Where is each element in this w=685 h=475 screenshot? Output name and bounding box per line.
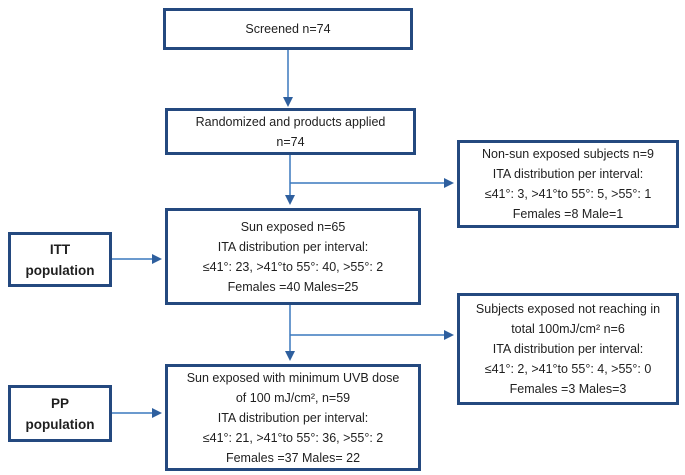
- box-not-reaching-dose-line-5: Females =3 Males=3: [509, 382, 627, 396]
- box-non-sun-exposed-line-1: Non-sun exposed subjects n=9: [482, 147, 654, 161]
- box-non-sun-exposed: Non-sun exposed subjects n=9 ITA distrib…: [457, 140, 679, 228]
- arrow-branch-to-non-sun-exposed: [290, 178, 454, 188]
- box-pp-population: PP population: [8, 385, 112, 442]
- box-non-sun-exposed-line-4: Females =8 Male=1: [512, 207, 624, 221]
- box-sun-exposed-min-dose-line-5: Females =37 Males= 22: [225, 450, 361, 465]
- box-not-reaching-dose-line-2: total 100mJ/cm² n=6: [511, 322, 625, 336]
- box-sun-exposed-line-3: ≤41°: 23, >41°to 55°: 40, >55°: 2: [202, 259, 384, 274]
- box-sun-exposed-min-dose-line-1: Sun exposed with minimum UVB dose: [186, 370, 400, 385]
- box-randomized: Randomized and products applied n=74: [165, 108, 416, 155]
- box-non-sun-exposed-line-2: ITA distribution per interval:: [492, 167, 644, 181]
- box-randomized-line-2: n=74: [276, 134, 305, 149]
- box-sun-exposed-line-4: Females =40 Males=25: [227, 279, 359, 294]
- box-itt-population-line-1: ITT: [49, 241, 71, 257]
- arrow-branch-to-not-reaching: [290, 330, 454, 340]
- box-pp-population-line-1: PP: [50, 395, 69, 411]
- box-non-sun-exposed-line-3: ≤41°: 3, >41°to 55°: 5, >55°: 1: [484, 187, 652, 201]
- box-pp-population-line-2: population: [25, 416, 95, 432]
- box-sun-exposed: Sun exposed n=65 ITA distribution per in…: [165, 208, 421, 305]
- box-not-reaching-dose: Subjects exposed not reaching in total 1…: [457, 293, 679, 405]
- box-not-reaching-dose-line-3: ITA distribution per interval:: [492, 342, 644, 356]
- box-itt-population: ITT population: [8, 232, 112, 287]
- arrow-pp-to-min-dose: [112, 408, 162, 418]
- box-sun-exposed-line-1: Sun exposed n=65: [240, 219, 346, 234]
- box-not-reaching-dose-line-4: ≤41°: 2, >41°to 55°: 4, >55°: 0: [484, 362, 652, 376]
- box-sun-exposed-min-dose-line-3: ITA distribution per interval:: [217, 410, 369, 425]
- box-sun-exposed-min-dose-line-4: ≤41°: 21, >41°to 55°: 36, >55°: 2: [202, 430, 384, 445]
- arrow-sun-exposed-to-min-dose: [285, 305, 295, 361]
- box-sun-exposed-line-2: ITA distribution per interval:: [217, 239, 369, 254]
- box-screened-text: Screened n=74: [245, 22, 331, 36]
- arrow-itt-to-sun-exposed: [112, 254, 162, 264]
- arrow-randomized-to-sun-exposed: [285, 155, 295, 205]
- box-sun-exposed-min-dose: Sun exposed with minimum UVB dose of 100…: [165, 364, 421, 471]
- box-screened: Screened n=74: [163, 8, 413, 50]
- arrow-screened-to-randomized: [283, 50, 293, 107]
- box-randomized-line-1: Randomized and products applied: [195, 114, 386, 129]
- box-itt-population-line-2: population: [25, 262, 95, 278]
- box-not-reaching-dose-line-1: Subjects exposed not reaching in: [475, 302, 661, 316]
- box-sun-exposed-min-dose-line-2: of 100 mJ/cm², n=59: [235, 390, 351, 405]
